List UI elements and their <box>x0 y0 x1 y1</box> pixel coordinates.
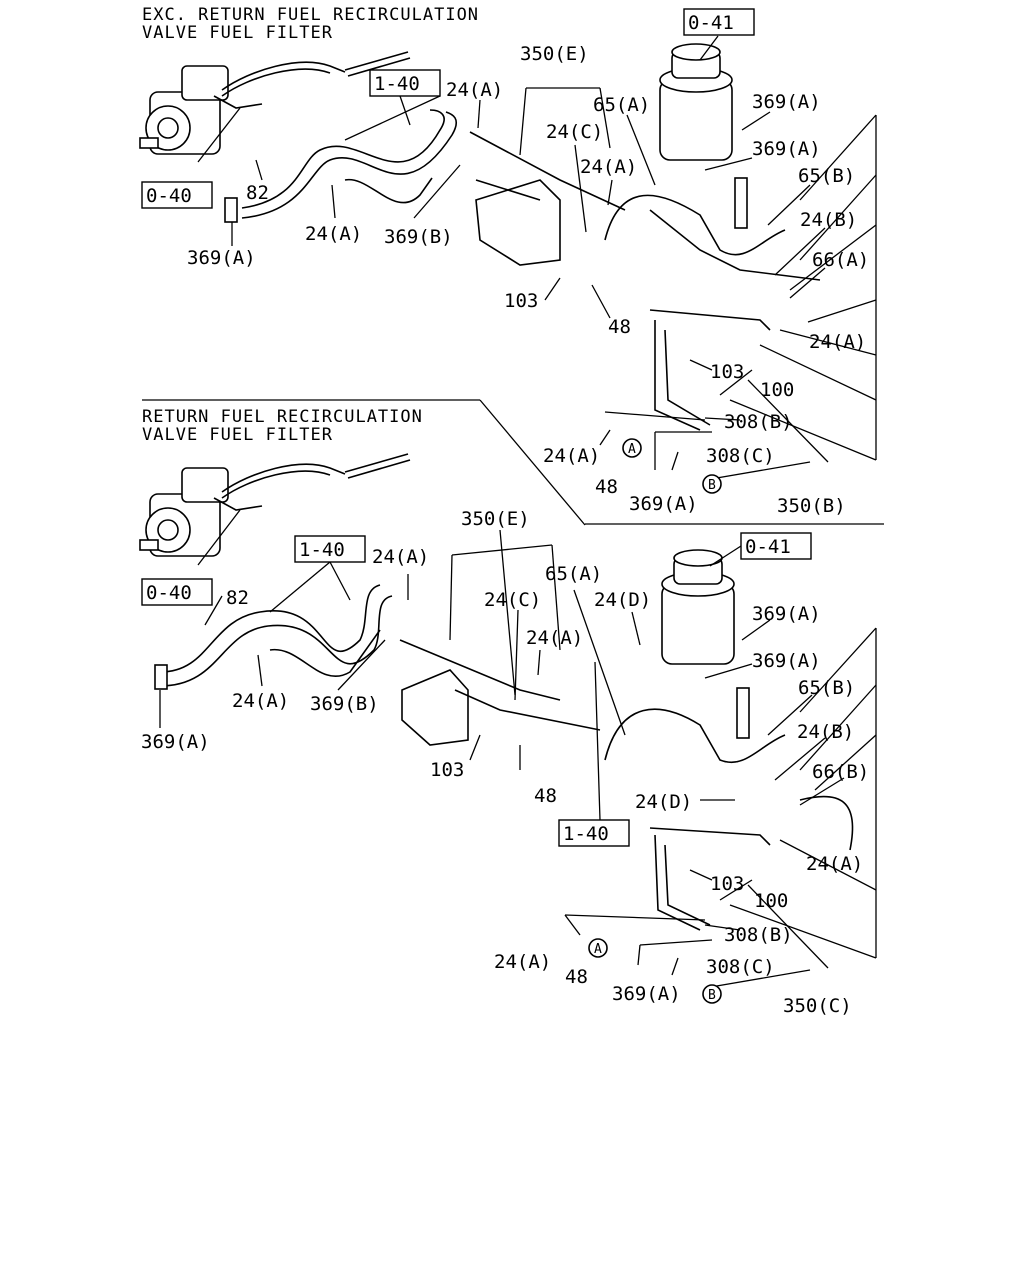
ref-box-1-40-3: 1-40 <box>558 819 630 847</box>
svg-text:24(D): 24(D) <box>594 589 651 611</box>
svg-text:369(A): 369(A) <box>612 983 681 1005</box>
svg-text:103: 103 <box>710 361 744 383</box>
svg-text:24(A): 24(A) <box>580 156 637 178</box>
svg-text:66(B): 66(B) <box>812 761 869 783</box>
svg-text:1-40: 1-40 <box>299 539 345 561</box>
svg-text:0-41: 0-41 <box>745 536 791 558</box>
svg-text:24(A): 24(A) <box>232 690 289 712</box>
svg-text:0-40: 0-40 <box>146 185 192 207</box>
svg-text:24(C): 24(C) <box>484 589 541 611</box>
svg-text:24(A): 24(A) <box>806 853 863 875</box>
svg-text:24(C): 24(C) <box>546 121 603 143</box>
fuel-pump-drawing <box>139 51 411 163</box>
svg-text:350(B): 350(B) <box>777 495 846 517</box>
svg-text:24(A): 24(A) <box>809 331 866 353</box>
section-1-title-line1: EXC. RETURN FUEL RECIRCULATION <box>142 5 479 25</box>
hose-assembly-left-2 <box>154 561 393 690</box>
section-return-fuel: RETURN FUEL RECIRCULATION VALVE FUEL FIL… <box>139 407 877 1017</box>
svg-text:24(A): 24(A) <box>543 445 600 467</box>
svg-text:369(B): 369(B) <box>310 693 379 715</box>
svg-text:308(B): 308(B) <box>724 411 793 433</box>
circle-marker-b-2: B <box>702 984 722 1004</box>
svg-text:369(B): 369(B) <box>384 226 453 248</box>
svg-text:A: A <box>628 442 636 457</box>
svg-text:48: 48 <box>595 476 618 498</box>
svg-text:24(B): 24(B) <box>800 209 857 231</box>
svg-text:66(A): 66(A) <box>812 249 869 271</box>
svg-text:0-41: 0-41 <box>688 12 734 34</box>
fuel-filter-drawing <box>659 35 748 229</box>
svg-text:369(A): 369(A) <box>752 603 821 625</box>
fuel-pump-drawing-2 <box>139 453 411 566</box>
svg-text:369(A): 369(A) <box>629 493 698 515</box>
section-1-title-line2: VALVE FUEL FILTER <box>142 23 333 43</box>
leader-lines-1 <box>142 87 884 526</box>
svg-text:24(D): 24(D) <box>635 791 692 813</box>
ref-box-0-40: 0-40 <box>141 181 213 209</box>
svg-text:369(A): 369(A) <box>752 138 821 160</box>
section-2-title-line1: RETURN FUEL RECIRCULATION <box>142 407 423 427</box>
hose-assembly-left <box>224 95 457 223</box>
svg-text:48: 48 <box>565 966 588 988</box>
svg-text:369(A): 369(A) <box>141 731 210 753</box>
svg-text:103: 103 <box>430 759 464 781</box>
svg-text:350(E): 350(E) <box>461 508 530 530</box>
circle-marker-b: B <box>702 474 722 494</box>
svg-text:350(E): 350(E) <box>520 43 589 65</box>
svg-text:350(C): 350(C) <box>783 995 852 1017</box>
svg-text:24(A): 24(A) <box>446 79 503 101</box>
bracket-pipes-2 <box>399 639 854 931</box>
svg-text:B: B <box>708 478 716 493</box>
svg-text:1-40: 1-40 <box>374 73 420 95</box>
svg-text:308(C): 308(C) <box>706 956 775 978</box>
section-exc-return-fuel: EXC. RETURN FUEL RECIRCULATION VALVE FUE… <box>139 5 884 526</box>
svg-text:24(A): 24(A) <box>305 223 362 245</box>
svg-text:369(A): 369(A) <box>752 650 821 672</box>
svg-text:24(B): 24(B) <box>797 721 854 743</box>
ref-box-0-41: 0-41 <box>683 8 755 36</box>
svg-text:82: 82 <box>246 182 269 204</box>
svg-text:369(A): 369(A) <box>187 247 256 269</box>
svg-text:0-40: 0-40 <box>146 582 192 604</box>
svg-text:65(B): 65(B) <box>798 165 855 187</box>
part-labels-2: 350(E) 24(A) 65(A) 24(D) 24(C) 24(A) 369… <box>141 508 869 1017</box>
ref-box-0-40-2: 0-40 <box>141 578 213 606</box>
circle-marker-a-2: A <box>588 938 608 958</box>
svg-text:65(B): 65(B) <box>798 677 855 699</box>
svg-text:A: A <box>594 942 602 957</box>
svg-text:100: 100 <box>760 379 794 401</box>
svg-text:24(A): 24(A) <box>526 627 583 649</box>
svg-text:1-40: 1-40 <box>563 823 609 845</box>
svg-text:24(A): 24(A) <box>494 951 551 973</box>
svg-text:308(B): 308(B) <box>724 924 793 946</box>
leader-lines-2 <box>159 529 877 989</box>
svg-text:65(A): 65(A) <box>545 563 602 585</box>
ref-box-1-40-2: 1-40 <box>294 535 366 563</box>
ref-box-1-40: 1-40 <box>369 69 441 97</box>
svg-text:82: 82 <box>226 587 249 609</box>
svg-text:48: 48 <box>608 316 631 338</box>
circle-marker-a: A <box>622 438 642 458</box>
fuel-filter-drawing-2 <box>661 545 750 739</box>
svg-text:65(A): 65(A) <box>593 94 650 116</box>
svg-text:100: 100 <box>754 890 788 912</box>
bracket-pipes <box>469 131 821 431</box>
ref-box-0-41-2: 0-41 <box>740 532 812 560</box>
svg-text:103: 103 <box>504 290 538 312</box>
svg-text:24(A): 24(A) <box>372 546 429 568</box>
section-2-title-line2: VALVE FUEL FILTER <box>142 425 333 445</box>
svg-text:369(A): 369(A) <box>752 91 821 113</box>
svg-text:103: 103 <box>710 873 744 895</box>
svg-text:48: 48 <box>534 785 557 807</box>
svg-text:308(C): 308(C) <box>706 445 775 467</box>
part-labels-1: 350(E) 24(A) 65(A) 369(A) 24(C) 369(A) 2… <box>187 43 869 517</box>
svg-text:B: B <box>708 988 716 1003</box>
